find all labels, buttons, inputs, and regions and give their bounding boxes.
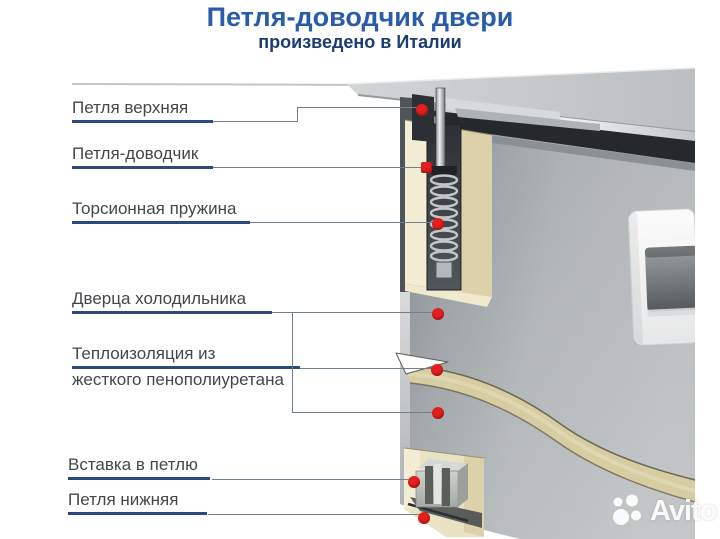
label-insert: Вставка в петлю xyxy=(68,455,210,480)
label-text: Петля верхняя xyxy=(72,98,213,123)
counter-edge-line xyxy=(71,83,401,86)
callout-dot-insulation xyxy=(431,364,443,376)
avito-logo-icon xyxy=(613,494,641,525)
callout-line xyxy=(272,312,433,313)
callout-dot-hinge-top xyxy=(416,104,428,116)
label-text: Дверца холодильника xyxy=(72,289,272,314)
page-title: Петля-доводчик двери xyxy=(206,2,514,32)
hinge-insert xyxy=(415,459,469,508)
label-text: Теплоизоляция из xyxy=(72,344,300,369)
callout-line xyxy=(250,222,433,223)
label-door: Дверца холодильника xyxy=(72,289,272,314)
label-text-line2: жесткого пенополиуретана xyxy=(72,370,284,389)
label-hinge-bottom: Петля нижняя xyxy=(68,490,207,515)
callout-line xyxy=(292,412,433,413)
callout-line xyxy=(292,312,293,412)
label-text: Вставка в петлю xyxy=(68,455,210,480)
callout-line xyxy=(213,167,423,168)
callout-line xyxy=(300,368,432,369)
callout-line xyxy=(212,479,410,480)
hinge-arm-shadow xyxy=(455,108,600,131)
label-torsion-spring: Торсионная пружина xyxy=(72,199,250,224)
label-text: Петля-доводчик xyxy=(72,144,213,169)
label-text: Торсионная пружина xyxy=(72,199,250,224)
callout-dot-door-lower xyxy=(432,407,444,419)
door-handle xyxy=(627,208,695,346)
page-subtitle: произведено в Италии xyxy=(258,32,462,52)
callout-line xyxy=(297,107,419,108)
torsion-spring xyxy=(429,166,459,279)
top-hinge-bracket xyxy=(412,94,434,142)
watermark-text: Avito xyxy=(650,495,717,527)
callout-dot-door-upper xyxy=(432,308,444,320)
callout-dot-insert xyxy=(408,476,420,488)
callout-dot-hinge-bottom xyxy=(418,512,430,524)
label-hinge-top: Петля верхняя xyxy=(72,98,213,123)
label-insulation: Теплоизоляция из жесткого пенополиуретан… xyxy=(72,344,300,390)
label-closer-hinge: Петля-доводчик xyxy=(72,144,213,169)
callout-dot-closer-hinge xyxy=(421,162,432,173)
callout-line xyxy=(213,121,298,122)
label-text: Петля нижняя xyxy=(68,490,207,515)
callout-dot-torsion-spring xyxy=(432,218,444,230)
top-hinge-pin xyxy=(435,87,446,173)
insulation-band xyxy=(405,365,695,503)
callout-line xyxy=(297,107,298,122)
hinge-arm-chrome xyxy=(445,98,560,120)
callout-line xyxy=(208,514,420,515)
watermark: Avito xyxy=(609,492,717,530)
